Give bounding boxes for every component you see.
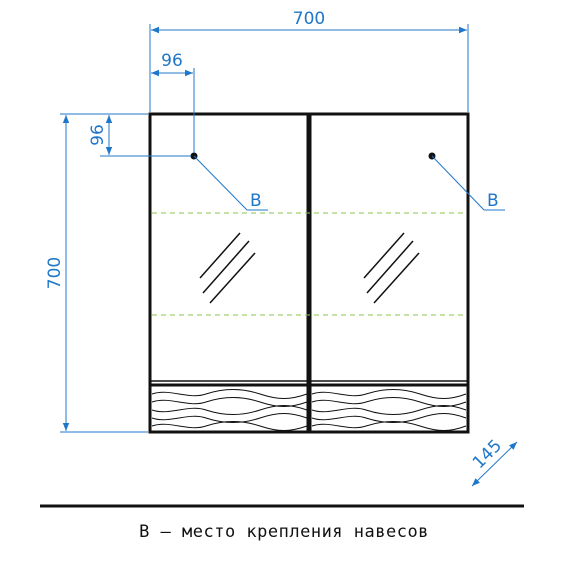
- dimension-offset-x: 96: [151, 51, 195, 153]
- legend-text: B – место крепления навесов: [139, 522, 429, 542]
- callout-right: B: [431, 155, 505, 211]
- mirror-mark-left: [199, 232, 256, 304]
- dimension-offset-y-label: 96: [88, 124, 108, 146]
- dimension-offset-y: 96: [88, 113, 191, 157]
- callout-label-left: B: [250, 191, 262, 211]
- callout-left: B: [193, 155, 268, 211]
- shelf-lines: [152, 212, 466, 316]
- drawer-wave-pattern-right: [311, 389, 467, 431]
- callout-label-right: B: [487, 191, 499, 211]
- dimension-offset-x-label: 96: [161, 51, 183, 71]
- dimension-total-height: 700: [45, 113, 148, 433]
- dimension-depth-label: 145: [469, 436, 506, 473]
- mirror-mark-right: [363, 232, 420, 304]
- drawer-wave-pattern-left: [151, 389, 308, 431]
- dimension-depth: 145: [469, 436, 518, 487]
- dimension-total-height-label: 700: [45, 257, 65, 289]
- dimension-total-width: 700: [149, 9, 469, 112]
- cabinet-body: [148, 112, 470, 434]
- dimension-total-width-label: 700: [293, 9, 325, 29]
